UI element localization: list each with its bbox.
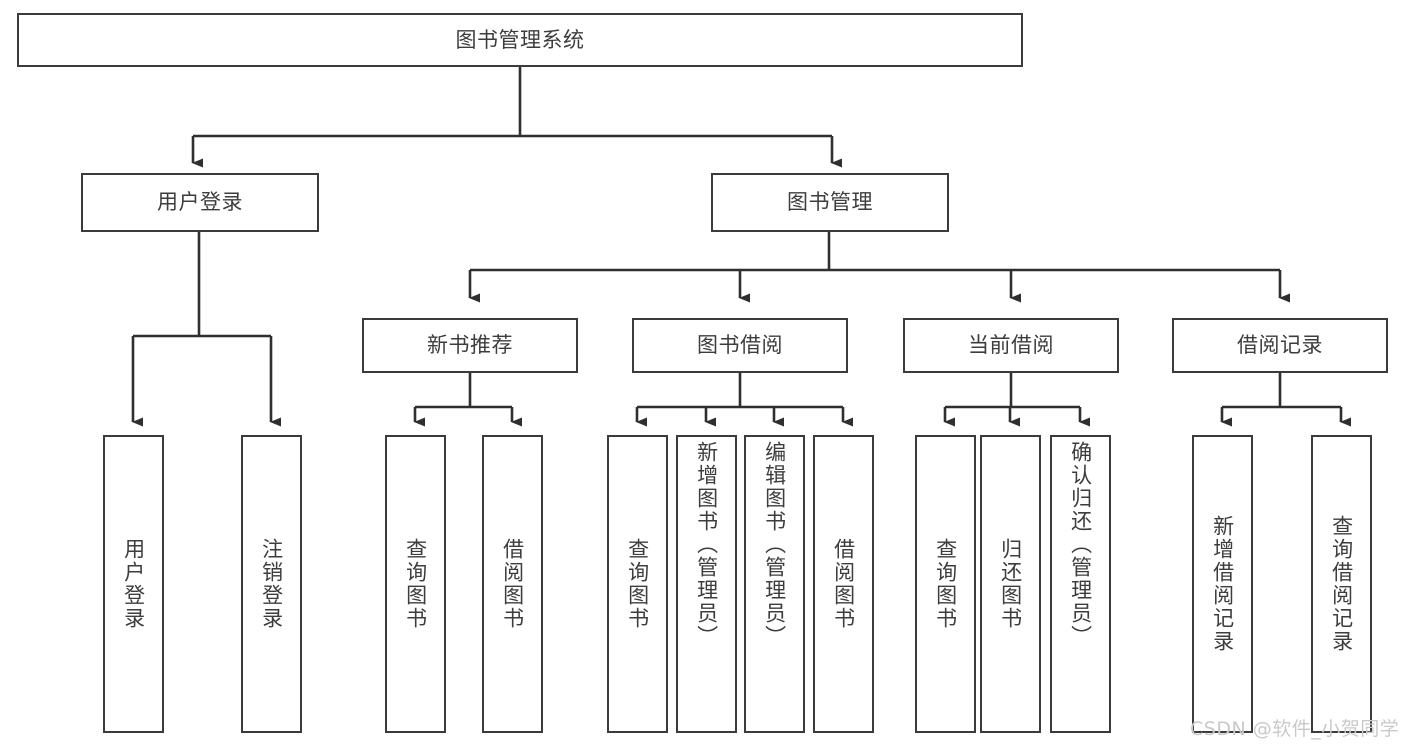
node-root[interactable]: 图书管理系统 [17,13,1023,67]
leaf-borrow-query-book[interactable]: 查询图书 [607,435,668,733]
node-book-management[interactable]: 图书管理 [711,173,949,232]
leaf-current-return-book-label: 归还图书 [998,538,1023,630]
leaf-borrow-edit-book-label: 编辑图书（管理员） [762,441,787,648]
leaf-user-login-signout-label: 注销登录 [259,538,284,630]
leaf-recommend-query-book-label: 查询图书 [403,538,428,630]
leaf-recommend-borrow-book[interactable]: 借阅图书 [482,435,543,733]
node-borrow-record[interactable]: 借阅记录 [1172,318,1388,373]
leaf-record-query-record[interactable]: 查询借阅记录 [1311,435,1372,733]
leaf-borrow-query-book-label: 查询图书 [625,538,650,630]
leaf-borrow-borrow-book-label: 借阅图书 [831,538,856,630]
node-borrow-record-label: 借阅记录 [1237,333,1323,358]
watermark-text: CSDN @软件_小贺同学 [1190,718,1400,740]
node-book-borrow[interactable]: 图书借阅 [632,318,848,373]
leaf-current-query-book-label: 查询图书 [933,538,958,630]
node-user-login-label: 用户登录 [157,190,243,215]
leaf-user-login-signin[interactable]: 用户登录 [103,435,164,733]
leaf-recommend-query-book[interactable]: 查询图书 [385,435,446,733]
leaf-recommend-borrow-book-label: 借阅图书 [500,538,525,630]
node-new-book-recommend[interactable]: 新书推荐 [362,318,578,373]
leaf-current-confirm-return[interactable]: 确认归还（管理员） [1050,435,1111,733]
leaf-user-login-signin-label: 用户登录 [121,538,146,630]
leaf-borrow-borrow-book[interactable]: 借阅图书 [813,435,874,733]
leaf-user-login-signout[interactable]: 注销登录 [241,435,302,733]
leaf-borrow-add-book-label: 新增图书（管理员） [694,441,719,648]
leaf-record-add-record[interactable]: 新增借阅记录 [1192,435,1253,733]
leaf-record-query-record-label: 查询借阅记录 [1329,515,1354,653]
leaf-borrow-edit-book[interactable]: 编辑图书（管理员） [744,435,805,733]
node-new-book-recommend-label: 新书推荐 [427,333,513,358]
node-current-borrow-label: 当前借阅 [968,333,1054,358]
leaf-current-confirm-return-label: 确认归还（管理员） [1068,441,1093,648]
leaf-current-return-book[interactable]: 归还图书 [980,435,1041,733]
node-root-label: 图书管理系统 [455,27,585,52]
leaf-record-add-record-label: 新增借阅记录 [1210,515,1235,653]
leaf-borrow-add-book[interactable]: 新增图书（管理员） [676,435,737,733]
node-user-login[interactable]: 用户登录 [81,173,319,232]
leaf-current-query-book[interactable]: 查询图书 [915,435,976,733]
node-book-management-label: 图书管理 [787,190,873,215]
node-book-borrow-label: 图书借阅 [697,333,783,358]
node-current-borrow[interactable]: 当前借阅 [903,318,1119,373]
